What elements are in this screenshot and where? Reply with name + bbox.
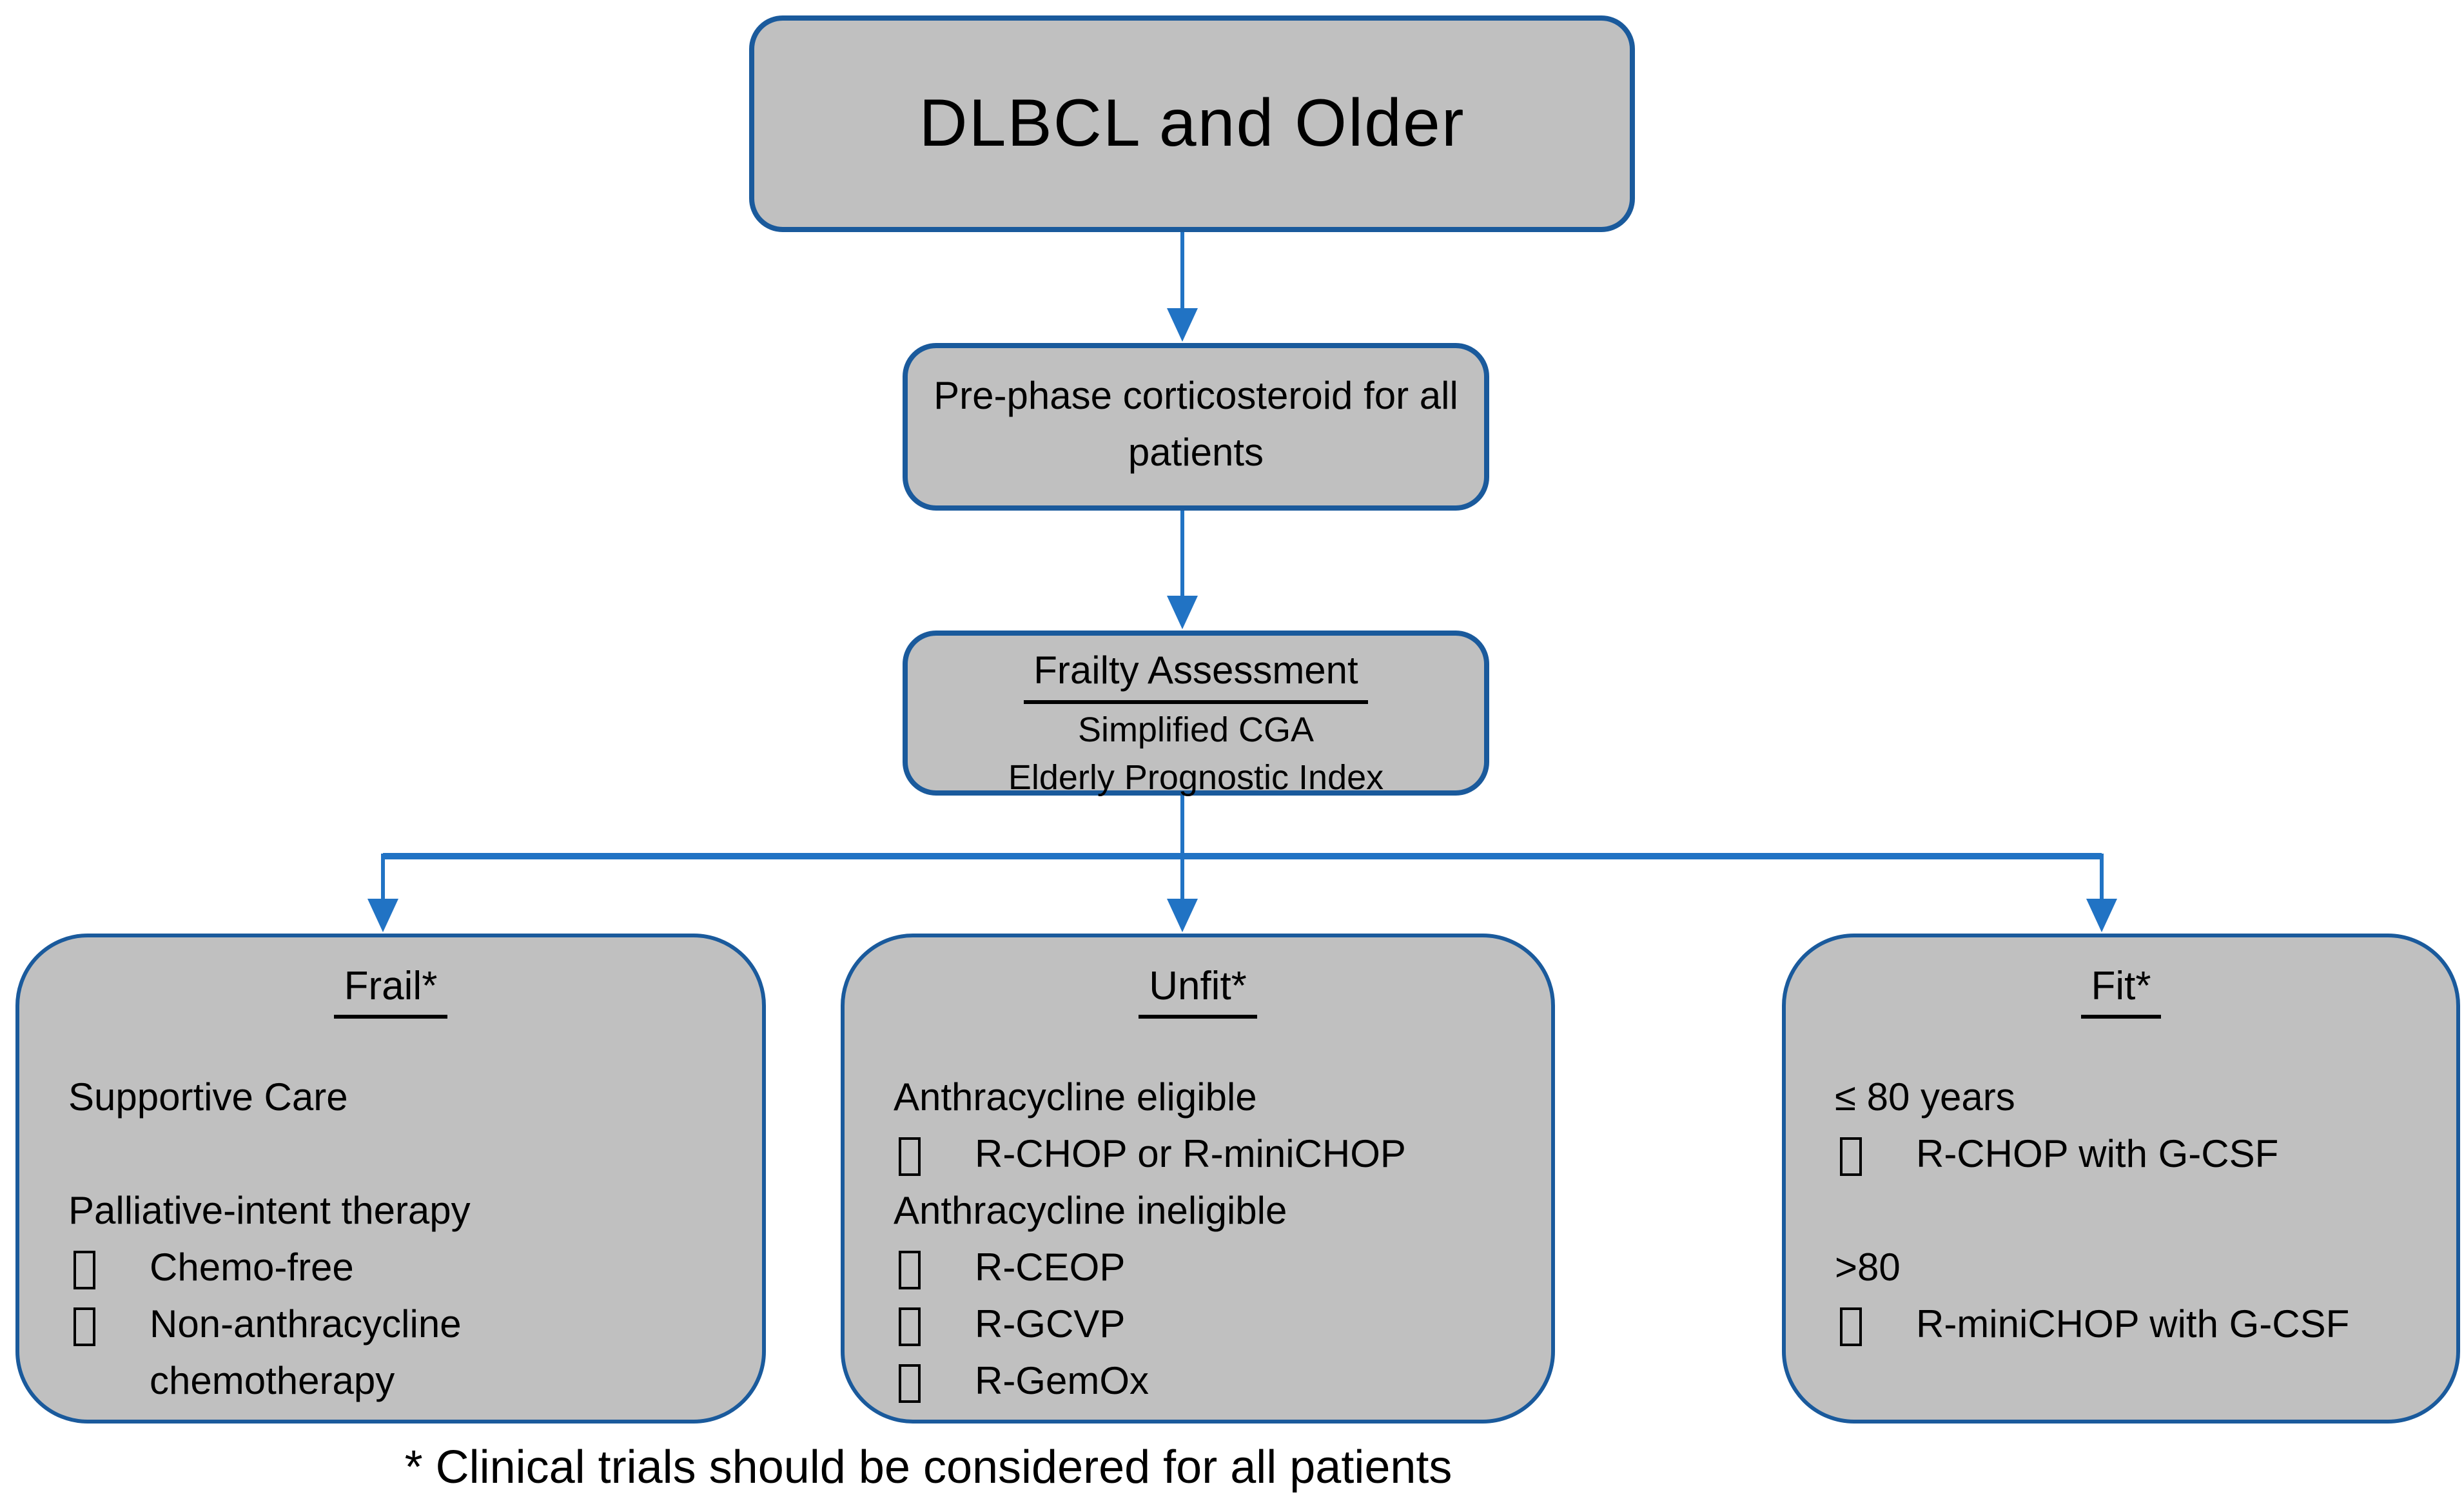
frail-item: Palliative-intent therapy: [68, 1190, 471, 1233]
unfit-bullet-item: R-GCVP: [894, 1297, 1502, 1354]
footnote: * Clinical trials should be considered f…: [404, 1440, 1452, 1493]
fit-item: >80: [1835, 1247, 1901, 1289]
unfit-bullet-item: R-CEOP: [894, 1240, 1502, 1297]
node-unfit: Unfit* Anthracycline eligible R-CHOP or …: [841, 934, 1555, 1424]
fit-title: Fit*: [1835, 963, 2407, 1019]
frailty-line: Simplified CGA: [1077, 710, 1315, 749]
bullet-box-icon: [899, 1307, 921, 1346]
bullet-box-icon: [899, 1251, 921, 1289]
arrowhead-fit: [2086, 899, 2117, 932]
bullet-box-icon: [899, 1137, 921, 1176]
frailty-line: Elderly Prognostic Index: [1008, 758, 1384, 797]
spacer: [1835, 1184, 2407, 1240]
fit-item: ≤ 80 years: [1835, 1077, 2015, 1119]
bullet-box-icon: [899, 1364, 921, 1403]
node-fit: Fit* ≤ 80 years R-CHOP with G-CSF >80 R-…: [1782, 934, 2460, 1424]
node-frail: Frail* Supportive Care Palliative-intent…: [15, 934, 766, 1424]
frail-item: Supportive Care: [68, 1077, 348, 1119]
unfit-bullet-item: R-CHOP or R-miniCHOP: [894, 1127, 1502, 1184]
arrowhead-frailty: [1167, 596, 1198, 629]
fit-bullet-item: R-CHOP with G-CSF: [1835, 1127, 2407, 1184]
bullet-box-icon: [1840, 1137, 1862, 1176]
frail-title: Frail*: [68, 963, 713, 1019]
bullet-box-icon: [73, 1307, 95, 1346]
prephase-line: Pre-phase corticosteroid for all: [934, 375, 1458, 418]
bullet-box-icon: [73, 1251, 95, 1289]
unfit-item: Anthracycline ineligible: [894, 1190, 1287, 1233]
node-prephase: Pre-phase corticosteroid for all patient…: [903, 343, 1489, 511]
frail-bullet-item: Chemo-free: [68, 1240, 713, 1297]
unfit-title: Unfit*: [894, 963, 1502, 1019]
frail-bullet-item: Non-anthracycline chemotherapy: [68, 1297, 713, 1411]
spacer: [68, 1127, 713, 1184]
root-title: DLBCL and Older: [919, 86, 1465, 161]
arrowhead-prephase: [1167, 308, 1198, 342]
node-dlbcl-older: DLBCL and Older: [749, 15, 1635, 232]
prephase-line: patients: [1128, 432, 1264, 475]
node-frailty-assessment: Frailty Assessment Simplified CGA Elderl…: [903, 631, 1489, 797]
fit-bullet-item: R-miniCHOP with G-CSF: [1835, 1297, 2407, 1354]
unfit-bullet-item: R-GemOx: [894, 1354, 1502, 1411]
unfit-item: Anthracycline eligible: [894, 1077, 1257, 1119]
arrowhead-unfit: [1167, 899, 1198, 932]
arrowhead-frail: [367, 899, 398, 932]
bullet-box-icon: [1840, 1307, 1862, 1346]
frailty-title: Frailty Assessment: [908, 649, 1484, 704]
